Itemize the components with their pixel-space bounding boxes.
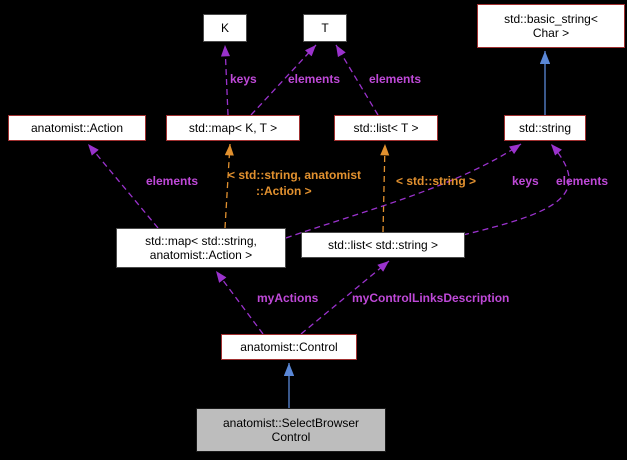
node-label: std::map< K, T > bbox=[188, 121, 278, 135]
node-label-line1: std::map< std::string, bbox=[145, 234, 257, 248]
edge-label-template-map-line2: ::Action > bbox=[256, 184, 312, 198]
node-anatomist-control[interactable]: anatomist::Control bbox=[221, 334, 357, 360]
node-label: std::list< std::string > bbox=[327, 238, 439, 252]
edge-map-template-instance bbox=[224, 143, 234, 229]
edge-map-keys-string bbox=[285, 143, 522, 239]
edge-label-template-map-line1: < std::string, anatomist bbox=[228, 168, 362, 182]
edge-list-elements-t bbox=[335, 44, 379, 116]
edge-label-myactions: myActions bbox=[257, 291, 319, 305]
edge-label-elements: elements bbox=[146, 174, 199, 188]
node-label-line2: Control bbox=[271, 430, 311, 444]
node-anatomist-action[interactable]: anatomist::Action bbox=[8, 115, 146, 141]
edge-control-mycontrollinks bbox=[300, 260, 390, 335]
edge-label-mycontrollinksdescription: myControlLinksDescription bbox=[352, 291, 510, 305]
edge-label-elements: elements bbox=[288, 72, 341, 86]
node-std-list-string: std::list< std::string > bbox=[301, 232, 465, 258]
node-t: T bbox=[303, 14, 347, 42]
node-std-basic-string[interactable]: std::basic_string< Char > bbox=[477, 4, 625, 48]
node-anatomist-selectbrowsercontrol: anatomist::SelectBrowser Control bbox=[196, 408, 386, 452]
node-std-string[interactable]: std::string bbox=[504, 115, 586, 141]
node-label: std::string bbox=[518, 121, 572, 135]
edge-list-template-instance bbox=[380, 143, 390, 233]
edge-label-keys: keys bbox=[512, 174, 539, 188]
node-label: K bbox=[220, 21, 229, 35]
node-label: T bbox=[321, 21, 329, 35]
edge-map-elements-t bbox=[250, 44, 317, 116]
node-std-map-k-t[interactable]: std::map< K, T > bbox=[166, 115, 300, 141]
edge-label-elements: elements bbox=[369, 72, 422, 86]
node-label: anatomist::Control bbox=[240, 340, 338, 354]
edge-list-elements-string bbox=[462, 143, 570, 236]
node-label-line1: std::basic_string< bbox=[504, 12, 598, 26]
edge-control-myactions bbox=[215, 270, 264, 335]
node-k: K bbox=[203, 14, 247, 42]
edge-label-elements: elements bbox=[556, 174, 609, 188]
edge-label-template-list: < std::string > bbox=[396, 174, 477, 188]
node-std-map-string-action: std::map< std::string, anatomist::Action… bbox=[116, 228, 286, 268]
node-label-line2: anatomist::Action > bbox=[149, 248, 253, 262]
node-label: std::list< T > bbox=[353, 121, 419, 135]
node-std-list-t[interactable]: std::list< T > bbox=[334, 115, 438, 141]
edge-map-elements-action bbox=[87, 143, 159, 229]
node-label-line2: Char > bbox=[532, 26, 570, 40]
node-label-line1: anatomist::SelectBrowser bbox=[222, 416, 360, 430]
edge-label-keys: keys bbox=[230, 72, 257, 86]
edge-map-keys-k bbox=[220, 44, 231, 116]
node-label: anatomist::Action bbox=[30, 121, 124, 135]
